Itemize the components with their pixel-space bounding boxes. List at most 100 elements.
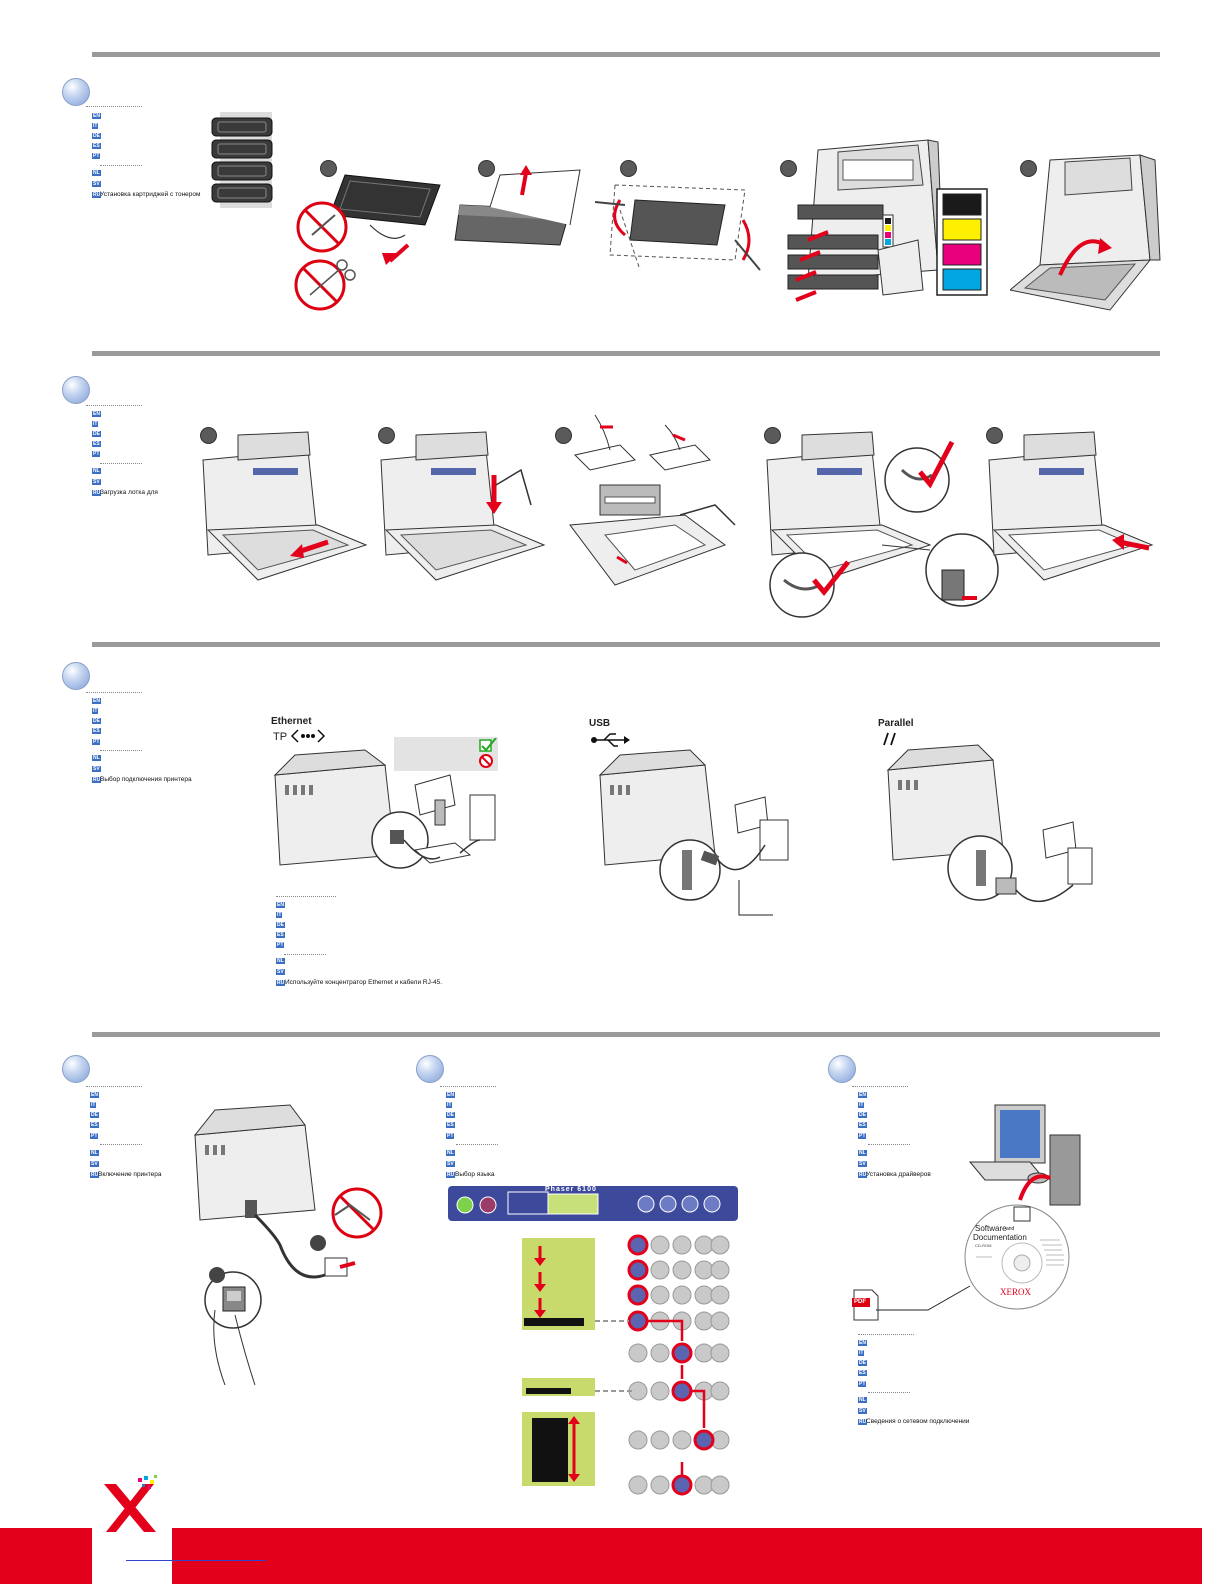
pdf-label: PDF [854,1299,866,1305]
section-bubble-toner [62,78,90,106]
divider-dots [100,1144,142,1145]
ethernet-note-ru: Используйте концентратор Ethernet и кабе… [285,979,443,986]
cd-subtitle: CD-ROM [975,1243,992,1248]
lang-code: PT [858,1133,867,1139]
divider-dots [86,1086,142,1087]
lang-code: RU [92,490,102,496]
toner-color-legend [936,188,988,296]
lang-code: EN [858,1092,867,1098]
divider-dots [284,954,326,955]
lang-code: SV [276,969,285,975]
lang-code: NL [276,958,285,964]
lang-code: NL [92,468,101,474]
lang-code: PT [858,1381,867,1387]
parallel-label: Parallel [878,718,914,729]
lang-code: SV [90,1161,99,1167]
section-rule-1 [92,52,1160,57]
step-marker [1020,160,1037,177]
toner-color-magenta [942,243,982,266]
usb-icon [591,733,630,747]
lang-code: SV [858,1161,867,1167]
lang-code: SV [858,1408,867,1414]
lang-code: NL [858,1397,867,1403]
paper-fan-and-load-illustration [569,414,736,586]
tray-adjust-guide-illustration [380,431,546,581]
pdf-document-icon [852,1285,971,1321]
step-marker [320,160,337,177]
lang-code: EN [92,113,101,119]
toner-unwrap-illustration [294,174,441,311]
usb-label: USB [589,718,611,729]
printer-insert-cartridges-illustration [787,139,944,302]
lang-code: EN [446,1092,455,1098]
lang-code: IT [92,421,99,427]
cd-title-and: and [1006,1226,1015,1232]
lang-code: RU [92,777,102,783]
lang-code: DE [90,1112,99,1118]
lcd-menu-arrows [524,1246,584,1326]
section-rule-2 [92,351,1160,356]
panel-model-name: Phaser 6100 [545,1186,597,1193]
footer-link-underline [126,1560,266,1561]
lang-code: DE [92,431,101,437]
divider-dots [868,1392,910,1393]
step-marker [200,427,217,444]
divider-dots [100,463,142,464]
lang-code: NL [92,170,101,176]
check-and-no-icons [479,738,497,768]
divider-dots [100,750,142,751]
ethernet-icon [290,729,326,743]
divider-dots [868,1144,910,1145]
section-bubble-paper [62,376,90,404]
toner-color-black [942,193,982,216]
divider-dots [852,1086,908,1087]
paper-ru-label: Загрузка лотка для [100,489,158,496]
ethernet-label: Ethernet [271,716,312,727]
dashed-connectors [595,1320,635,1392]
lang-code: DE [858,1360,867,1366]
divider-dots [100,165,142,166]
lang-code: EN [276,902,285,908]
lang-code: SV [92,479,101,485]
step-marker [620,160,637,177]
cd-title-documentation: Documentation [973,1233,1027,1242]
divider-dots [456,1144,498,1145]
tp-label: TP [273,731,288,743]
section-bubble-connection [62,662,90,690]
callout-line [738,880,773,916]
usb-connection-illustration [598,749,789,901]
divider-dots [86,692,142,693]
section-bubble-language [416,1055,444,1083]
step-marker [780,160,797,177]
lang-code: ES [858,1370,867,1376]
toner-ru-label: Установка картриджей с тонером [100,191,201,198]
lang-code: ES [276,932,285,938]
divider-dots [440,1086,496,1087]
toner-shake-illustration [595,184,761,271]
lang-code: IT [276,912,283,918]
lang-code: PT [92,451,101,457]
lang-code: DE [446,1112,455,1118]
step-marker [764,427,781,444]
lang-code: RU [276,980,286,986]
network-info-ru-label: Сведения о сетевом подключении [866,1418,970,1425]
divider-dots [276,896,336,897]
lang-code: ES [90,1122,99,1128]
lang-code: IT [92,708,99,714]
lang-code: SV [92,766,101,772]
lang-code: PT [92,739,101,745]
lang-code: ES [92,441,101,447]
language-ru-label: Выбор языка [455,1171,495,1178]
footer-red-bar [0,1528,1202,1584]
lang-code: RU [90,1172,100,1178]
lang-code: RU [858,1172,868,1178]
parallel-connection-illustration [886,744,1093,903]
lang-code: IT [858,1102,865,1108]
parallel-icon [883,732,896,746]
cd-brand-logo: XEROX [1000,1287,1031,1297]
lcd-list-graphics [532,1416,580,1482]
step-marker [478,160,495,177]
lang-code: DE [858,1112,867,1118]
lang-code: EN [92,411,101,417]
lang-code: IT [858,1350,865,1356]
